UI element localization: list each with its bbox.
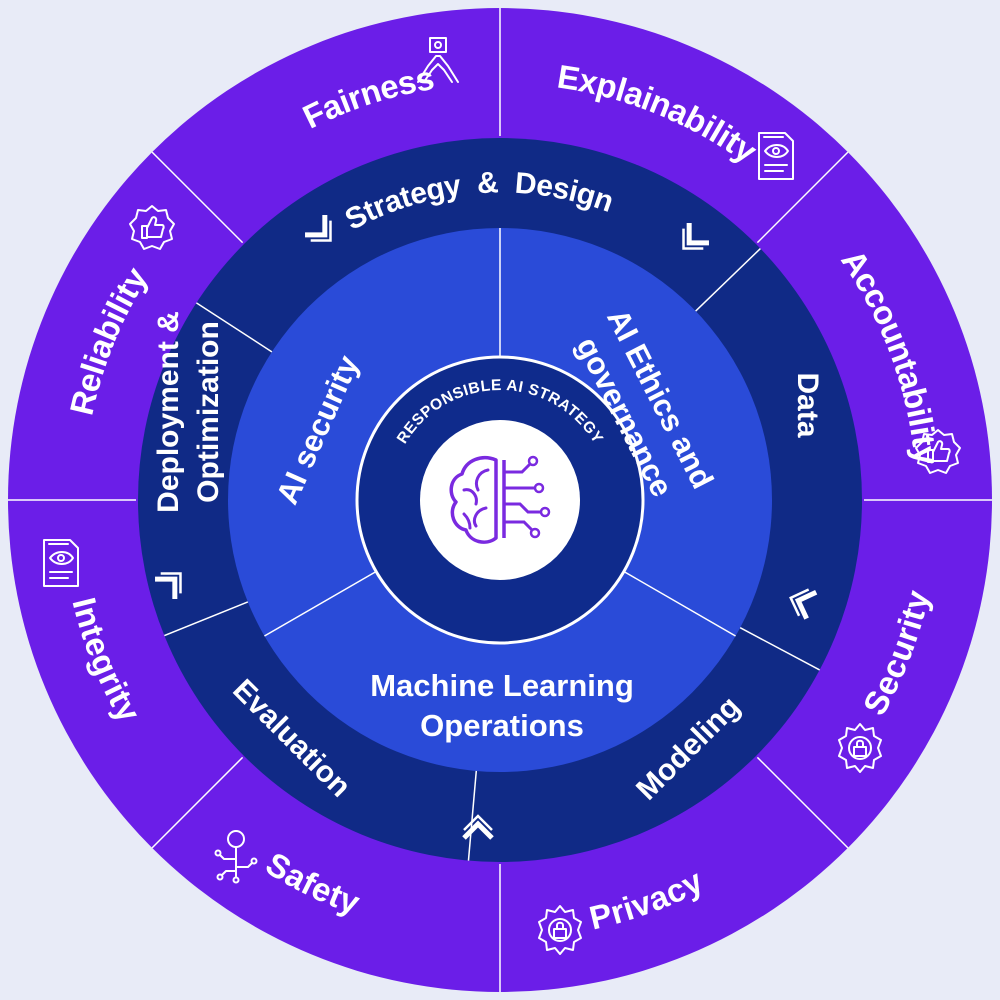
inner-segment-mlops-label-line: Operations [420, 708, 584, 743]
outer-divider [151, 756, 244, 849]
glyph: & [476, 166, 499, 200]
hands-together-icon [417, 37, 459, 83]
glyph: t [905, 433, 943, 449]
thumbs-up-badge-icon [129, 205, 175, 250]
document-eye-icon [43, 539, 79, 587]
chevron-arrow-icon [155, 572, 182, 599]
middle-divider [739, 627, 820, 671]
chevron-arrow-icon [305, 215, 332, 242]
glyph: e [534, 169, 555, 204]
document-eye-icon [758, 132, 794, 180]
chevron-arrow-icon [682, 223, 709, 250]
middle-segment-deployment-and-optimization-label-line: Optimization [192, 321, 225, 503]
middle-segment-deployment-and-optimization-label-line: Deployment & [152, 311, 185, 513]
outer-divider [756, 756, 849, 849]
inner-divider [264, 570, 377, 637]
glyph: D [514, 167, 538, 202]
middle-segment-deployment-and-optimization-label: Deployment &Optimization [152, 311, 225, 513]
middle-segment-data-label-line: Data [791, 372, 824, 437]
inner-segment-mlops-label-line: Machine Learning [370, 668, 634, 703]
middle-divider [195, 302, 273, 353]
outer-divider [151, 151, 244, 244]
glyph: y [442, 169, 464, 204]
glyph: s [550, 171, 573, 207]
outer-divider [756, 151, 849, 244]
middle-divider [467, 770, 478, 861]
outer-ring-dividers [8, 8, 992, 992]
inner-divider [623, 570, 736, 637]
gear-lock-icon [538, 905, 582, 955]
center-disc [420, 420, 580, 580]
gear-lock-icon [838, 723, 882, 773]
middle-segment-data-label: Data [791, 372, 824, 437]
middle-divider [164, 601, 249, 637]
thumbs-up-badge-icon [915, 429, 961, 474]
inner-ring-dividers [264, 228, 736, 637]
brain-circuit-icon [449, 455, 551, 544]
middle-ring-dividers [164, 247, 820, 861]
chevron-arrow-icon [789, 588, 818, 620]
chevron-arrow-icon [462, 814, 494, 840]
middle-divider [695, 247, 761, 312]
key-circuit-icon [214, 830, 258, 884]
